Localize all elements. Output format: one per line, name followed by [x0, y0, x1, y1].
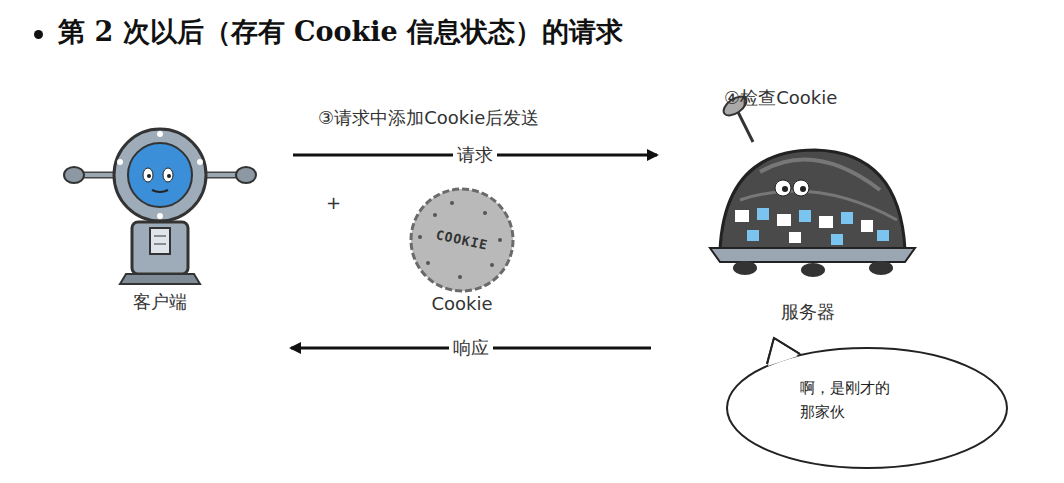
speech-bubble — [727, 338, 1007, 468]
node-art — [60, 100, 285, 360]
plus-sign: + — [326, 192, 341, 213]
title: 第 2 次以后（存有 Cookie 信息状态）的请求 — [58, 14, 623, 50]
arrow-label: 响应 — [449, 336, 493, 360]
server-robot — [710, 93, 915, 277]
arrow-label: 请求 — [453, 143, 497, 167]
node-art — [722, 336, 1014, 474]
step-note: ③请求中添加Cookie后发送 — [318, 106, 539, 130]
node-label: 服务器 — [781, 300, 835, 324]
node-label: Cookie — [431, 293, 492, 314]
node-label: 客户端 — [133, 290, 187, 314]
cookie-picture — [411, 189, 513, 291]
cookie-node: COOKIECookie — [400, 185, 525, 320]
client-node: 客户端 — [60, 100, 285, 360]
bubble-text: 啊，是刚才的 那家伙 — [800, 376, 900, 424]
client-robot — [64, 129, 256, 284]
speech-bubble-node: 啊，是刚才的 那家伙 — [722, 336, 1014, 474]
step-note: ④检查Cookie — [724, 86, 837, 110]
server-node: 服务器 — [665, 80, 945, 360]
bullet-dot — [34, 30, 43, 39]
